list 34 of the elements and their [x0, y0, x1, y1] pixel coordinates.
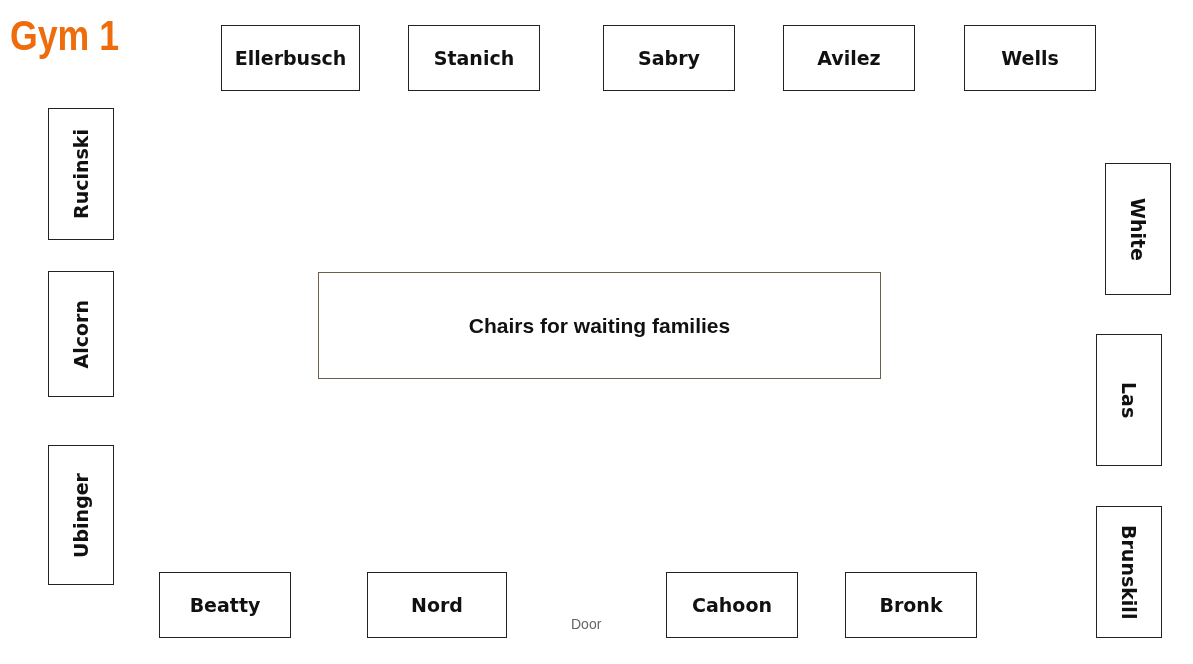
name-label: Nord: [411, 594, 463, 616]
name-label: Alcorn: [70, 299, 92, 369]
table-box: [159, 572, 291, 638]
name-label: Ubinger: [70, 472, 92, 558]
table-box: [48, 271, 114, 397]
table-box: [408, 25, 540, 91]
table-box: [603, 25, 735, 91]
name-label: Bronk: [879, 594, 943, 616]
name-label: Brunskill: [1118, 524, 1140, 620]
name-label: Cahoon: [692, 594, 772, 616]
area-label: Chairs for waiting families: [468, 313, 731, 338]
name-label: Wells: [1001, 47, 1059, 69]
name-label: Beatty: [189, 594, 261, 616]
name-label: Avilez: [817, 47, 881, 69]
name-label: White: [1127, 197, 1149, 261]
name-label: Ellerbusch: [234, 47, 347, 69]
table-box: [964, 25, 1096, 91]
name-label: Las: [1118, 381, 1140, 419]
name-label: Rucinski: [70, 129, 92, 219]
heading: Gym 1: [10, 12, 120, 60]
table-box: [783, 25, 915, 91]
name-label: Sabry: [638, 47, 700, 69]
table-box: [221, 25, 360, 91]
table-box: [48, 445, 114, 585]
table-box: [845, 572, 977, 638]
table-box: [1096, 334, 1162, 466]
table-box: [367, 572, 507, 638]
table-box: [48, 108, 114, 240]
table-box: [666, 572, 798, 638]
table-box: [1105, 163, 1171, 295]
door-label: Door: [571, 616, 602, 632]
name-label: Stanich: [433, 47, 515, 69]
seating-area: [318, 272, 881, 379]
table-box: [1096, 506, 1162, 638]
